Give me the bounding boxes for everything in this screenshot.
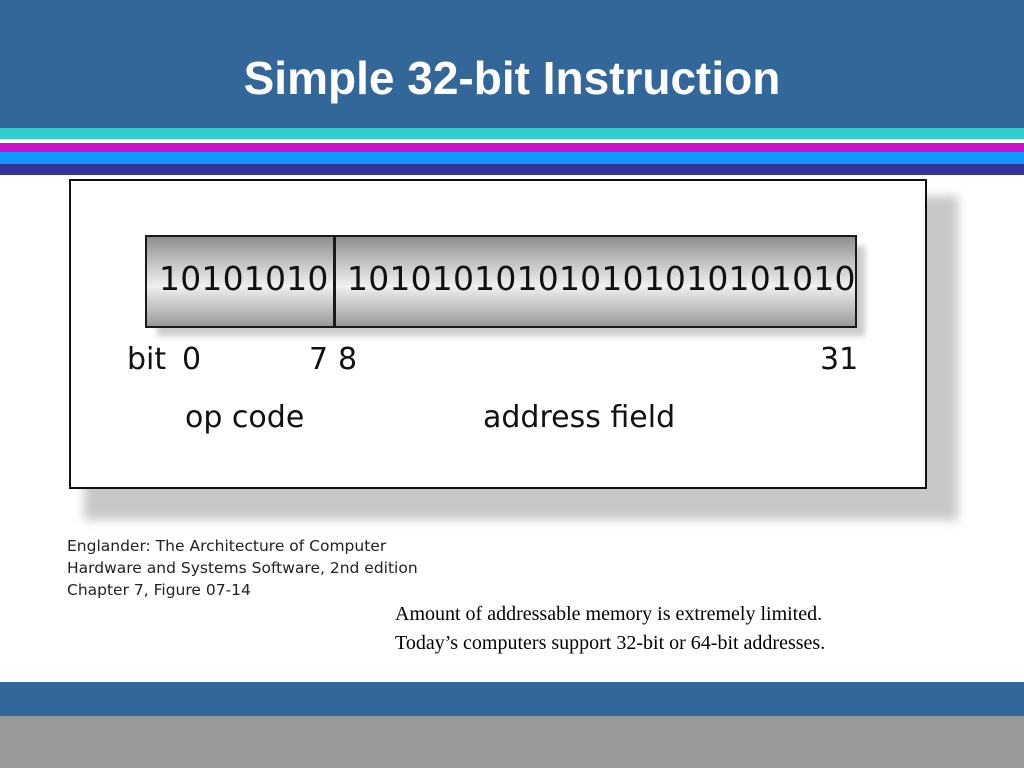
caption-line: Chapter 7, Figure 07-14 bbox=[67, 581, 251, 599]
address-field-label: address field bbox=[483, 400, 676, 435]
footer-bar bbox=[0, 682, 1024, 716]
bit-31-label: 31 bbox=[820, 342, 859, 377]
figure-caption: Englander: The Architecture of Computer … bbox=[67, 535, 418, 601]
note-line: Amount of addressable memory is extremel… bbox=[395, 603, 823, 625]
header-stripe-magenta bbox=[0, 143, 1024, 152]
caption-line: Hardware and Systems Software, 2nd editi… bbox=[67, 559, 418, 577]
footer-gray-band bbox=[0, 716, 1024, 768]
header-stripe-navy bbox=[0, 164, 1024, 175]
address-bits: 101010101010101010101010 bbox=[347, 259, 856, 298]
field-divider bbox=[333, 237, 336, 326]
header-stripe-white bbox=[0, 139, 1024, 143]
note-line: Today’s computers support 32-bit or 64-b… bbox=[395, 632, 826, 654]
bit-7-label: 7 bbox=[309, 342, 329, 377]
opcode-label: op code bbox=[185, 400, 305, 435]
bit-8-label: 8 bbox=[338, 342, 358, 377]
caption-line: Englander: The Architecture of Computer bbox=[67, 537, 387, 555]
slide-header bbox=[0, 0, 1024, 128]
bit-prefix-label: bit bbox=[127, 342, 167, 377]
slide-note: Amount of addressable memory is extremel… bbox=[395, 600, 825, 658]
header-stripe-blue bbox=[0, 152, 1024, 164]
header-stripe-cyan bbox=[0, 128, 1024, 139]
slide-title: Simple 32-bit Instruction bbox=[243, 52, 781, 104]
instruction-word: 10101010 101010101010101010101010 bbox=[145, 235, 857, 328]
bit-0-label: 0 bbox=[182, 342, 202, 377]
opcode-bits: 10101010 bbox=[159, 259, 329, 298]
